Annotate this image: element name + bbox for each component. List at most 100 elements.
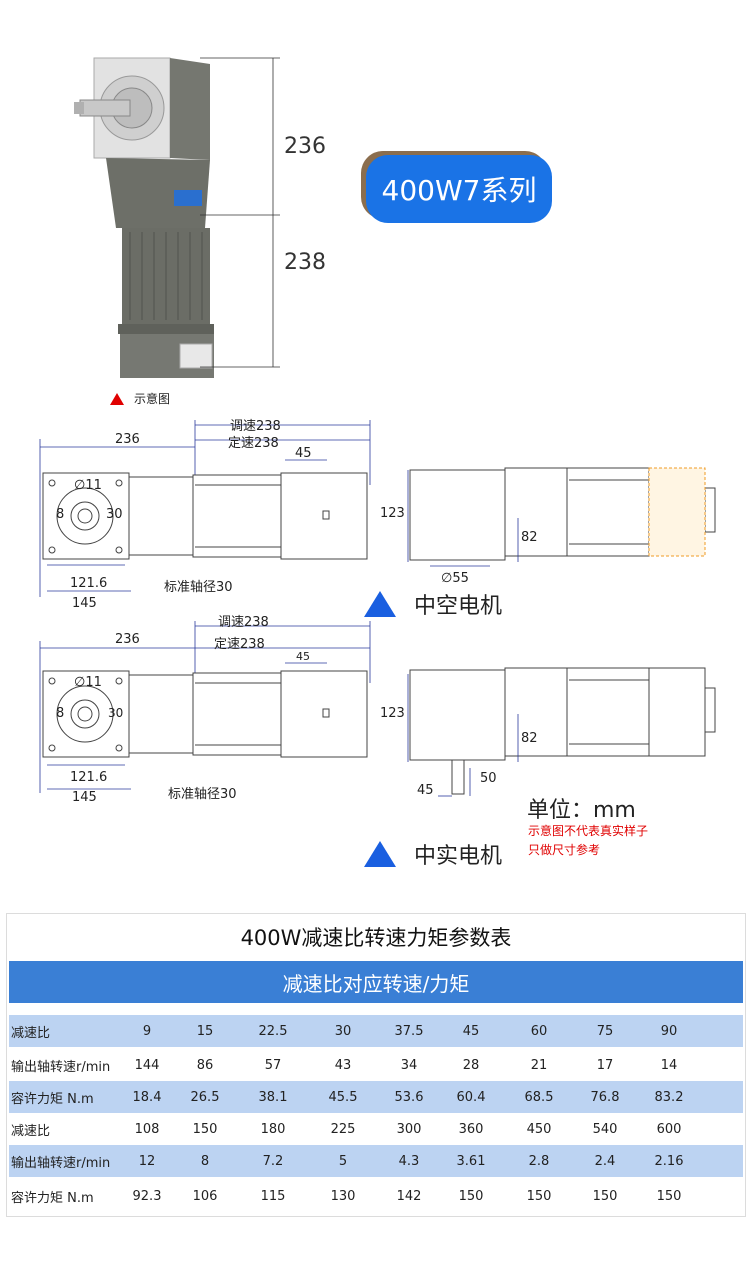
hollow-dim-phi55: ∅55 <box>441 571 469 586</box>
table-cell: 86 <box>196 1057 214 1073</box>
table-cell: 225 <box>330 1121 356 1137</box>
table-cell: 180 <box>260 1121 286 1137</box>
table-cell: 90 <box>660 1023 678 1039</box>
hollow-motor-label: 中空电机 <box>414 594 503 619</box>
solid-dim-phi11: ∅11 <box>74 675 102 690</box>
motor-photo <box>74 57 214 378</box>
table-cell: 150 <box>592 1188 618 1204</box>
hollow-motor-caption: 中空电机 <box>364 588 502 620</box>
table-cell: 12 <box>138 1153 156 1169</box>
solid-motor-caption: 中实电机 <box>364 838 502 870</box>
dim-upper-label: 236 <box>284 134 326 159</box>
table-cell: 75 <box>596 1023 614 1039</box>
table-cell: 9 <box>142 1023 152 1039</box>
solid-motor-label: 中实电机 <box>414 844 503 869</box>
triangle-icon <box>364 841 396 867</box>
unit-label: 单位：mm <box>527 798 636 823</box>
table-cell: 115 <box>260 1188 286 1204</box>
table-row: 容许力矩 N.m 18.4 26.5 38.1 45.5 53.6 60.4 6… <box>9 1081 743 1113</box>
solid-dim-50: 50 <box>480 771 497 786</box>
table-cell: 17 <box>596 1057 614 1073</box>
hollow-dim-adjustable: 调速238 <box>230 419 281 434</box>
table-cell: 34 <box>400 1057 418 1073</box>
table-cell: 28 <box>462 1057 480 1073</box>
solid-motor-front-drawing <box>407 667 716 797</box>
table-cell: 43 <box>334 1057 352 1073</box>
hollow-dim-length: 236 <box>115 432 140 447</box>
table-cell: 60.4 <box>456 1089 486 1105</box>
table-cell: 2.4 <box>594 1153 616 1169</box>
solid-dim-45: 45 <box>296 650 310 663</box>
table-cell: 150 <box>526 1188 552 1204</box>
row-label: 输出轴转速r/min <box>11 1155 111 1171</box>
table-cell: 76.8 <box>590 1089 620 1105</box>
row-label: 减速比 <box>11 1025 51 1041</box>
solid-dim-adjustable: 调速238 <box>218 615 269 630</box>
triangle-icon <box>364 591 396 617</box>
hollow-dim-121-6: 121.6 <box>70 576 108 591</box>
table-cell: 60 <box>530 1023 548 1039</box>
table-cell: 45 <box>462 1023 480 1039</box>
solid-dim-121-6: 121.6 <box>70 770 108 785</box>
hollow-motor-front-drawing <box>407 467 716 567</box>
table-cell: 600 <box>656 1121 682 1137</box>
solid-dim-fixed: 定速238 <box>214 637 265 652</box>
dim-lower-label: 238 <box>284 250 326 275</box>
row-label: 容许力矩 N.m <box>11 1190 94 1206</box>
hollow-dim-phi11: ∅11 <box>74 478 102 493</box>
table-cell: 450 <box>526 1121 552 1137</box>
photo-caption: 示意图 <box>110 390 170 407</box>
table-cell: 83.2 <box>654 1089 684 1105</box>
solid-motor-side-drawing <box>39 621 371 793</box>
table-cell: 14 <box>660 1057 678 1073</box>
table-row: 减速比 9 15 22.5 30 37.5 45 60 75 90 <box>9 1015 743 1047</box>
table-row: 输出轴转速r/min 12 8 7.2 5 4.3 3.61 2.8 2.4 2… <box>9 1145 743 1177</box>
table-cell: 45.5 <box>328 1089 358 1105</box>
hollow-dim-30: 30 <box>106 507 123 522</box>
table-cell: 53.6 <box>394 1089 424 1105</box>
note-line-2: 只做尺寸参考 <box>528 843 601 857</box>
table-row: 减速比 108 150 180 225 300 360 450 540 600 <box>9 1113 743 1145</box>
table-cell: 22.5 <box>258 1023 288 1039</box>
row-label: 容许力矩 N.m <box>11 1091 94 1107</box>
hollow-dim-45: 45 <box>295 446 312 461</box>
triangle-icon <box>110 392 124 405</box>
table-header: 减速比对应转速/力矩 <box>9 961 743 1003</box>
table-cell: 150 <box>458 1188 484 1204</box>
table-cell: 130 <box>330 1188 356 1204</box>
solid-dim-123: 123 <box>380 706 405 721</box>
table-row: 输出轴转速r/min 144 86 57 43 34 28 21 17 14 <box>9 1049 743 1081</box>
hollow-dim-145: 145 <box>72 596 97 611</box>
table-cell: 142 <box>396 1188 422 1204</box>
table-cell: 150 <box>656 1188 682 1204</box>
solid-shaft-note: 标准轴径30 <box>168 787 237 802</box>
table-cell: 540 <box>592 1121 618 1137</box>
photo-dimension-lines <box>200 57 280 368</box>
row-label: 减速比 <box>11 1123 51 1139</box>
table-cell: 18.4 <box>132 1089 162 1105</box>
table-cell: 30 <box>334 1023 352 1039</box>
table-cell: 144 <box>134 1057 160 1073</box>
table-cell: 15 <box>196 1023 214 1039</box>
table-title: 400W减速比转速力矩参数表 <box>240 926 512 950</box>
table-cell: 150 <box>192 1121 218 1137</box>
table-cell: 5 <box>338 1153 348 1169</box>
solid-dim-45b: 45 <box>417 783 434 798</box>
parameter-table: 400W减速比转速力矩参数表 减速比对应转速/力矩 减速比 9 15 22.5 … <box>6 913 746 1217</box>
note-line-1: 示意图不代表真实样子 <box>528 824 649 838</box>
hollow-dim-82: 82 <box>521 530 538 545</box>
hollow-dim-fixed: 定速238 <box>228 436 279 451</box>
photo-caption-text: 示意图 <box>134 392 171 406</box>
table-cell: 57 <box>264 1057 282 1073</box>
table-cell: 26.5 <box>190 1089 220 1105</box>
table-cell: 4.3 <box>398 1153 420 1169</box>
table-cell: 68.5 <box>524 1089 554 1105</box>
table-cell: 2.16 <box>654 1153 684 1169</box>
table-cell: 108 <box>134 1121 160 1137</box>
hollow-dim-123: 123 <box>380 506 405 521</box>
row-label: 输出轴转速r/min <box>11 1059 111 1075</box>
series-badge: 400W7系列 <box>366 155 552 223</box>
table-cell: 300 <box>396 1121 422 1137</box>
table-cell: 7.2 <box>262 1153 284 1169</box>
table-cell: 2.8 <box>528 1153 550 1169</box>
